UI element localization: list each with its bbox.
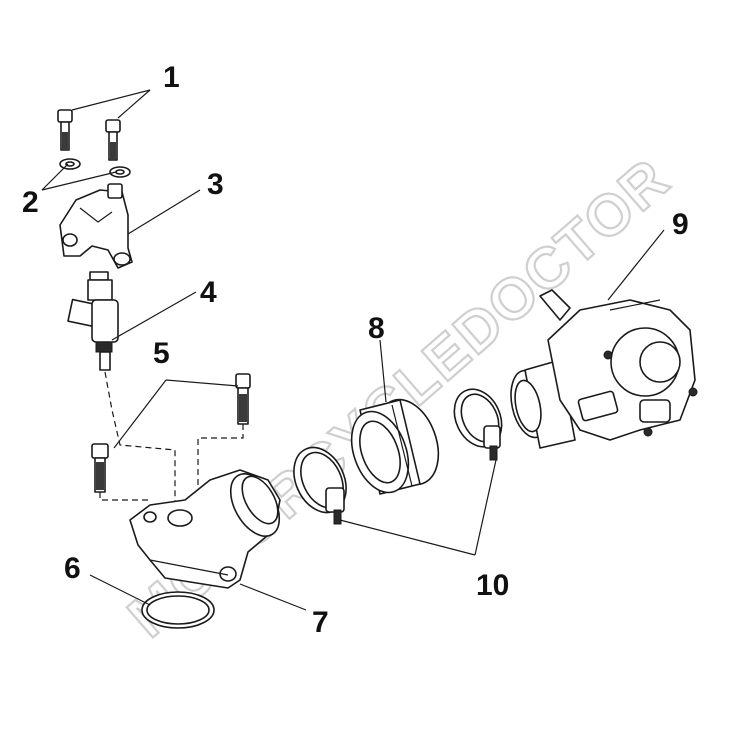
rubber-sleeve bbox=[350, 398, 440, 495]
callout-10: 10 bbox=[476, 569, 509, 602]
stud-right bbox=[235, 373, 251, 425]
fuel-injector bbox=[67, 271, 119, 371]
hose-clamp-right bbox=[453, 388, 503, 461]
throttle-body bbox=[510, 289, 698, 449]
o-ring bbox=[141, 591, 215, 629]
bolt-left bbox=[57, 109, 73, 151]
stud-left bbox=[91, 443, 109, 493]
callouts: 1 2 3 4 5 6 7 8 9 10 bbox=[22, 61, 689, 639]
callout-6: 6 bbox=[64, 552, 81, 585]
injector-holder bbox=[59, 183, 133, 269]
callout-5: 5 bbox=[153, 337, 170, 370]
assembly-guides bbox=[99, 371, 244, 515]
callout-7: 7 bbox=[312, 606, 329, 639]
washer-right bbox=[109, 166, 131, 178]
callout-9: 9 bbox=[672, 208, 689, 241]
washer-left bbox=[59, 158, 81, 170]
callout-4: 4 bbox=[200, 276, 217, 309]
bolt-right bbox=[105, 119, 121, 161]
callout-3: 3 bbox=[207, 168, 224, 201]
callout-2: 2 bbox=[22, 186, 39, 219]
intake-manifold bbox=[129, 469, 281, 589]
callout-8: 8 bbox=[368, 312, 385, 345]
hose-clamp-left bbox=[293, 446, 347, 525]
callout-1: 1 bbox=[163, 61, 180, 94]
leader-lines bbox=[41, 89, 665, 611]
